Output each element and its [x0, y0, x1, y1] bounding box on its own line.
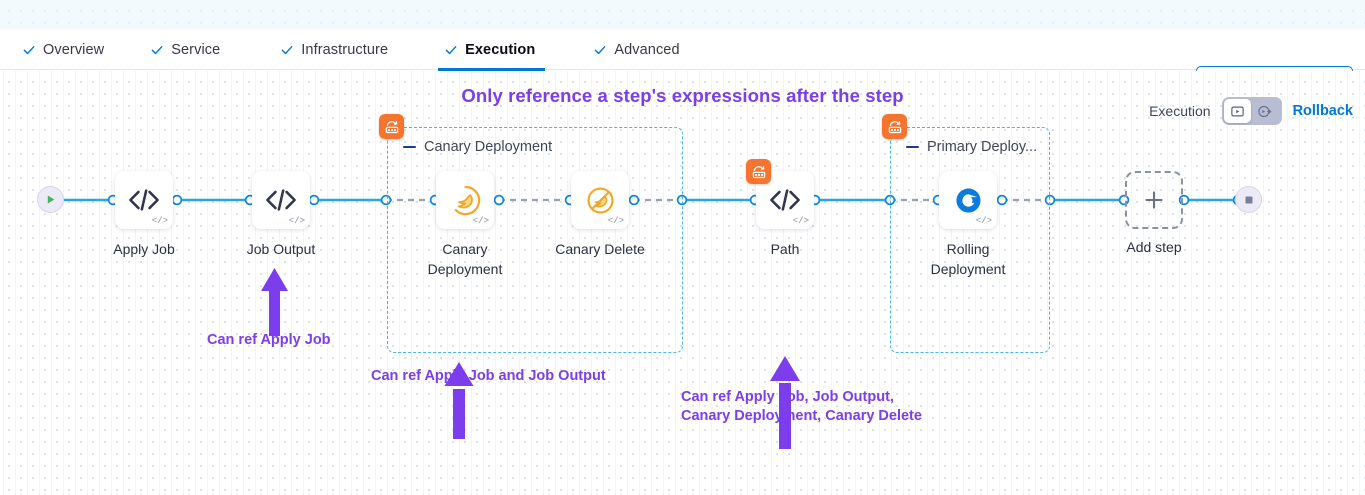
stage-tabs: Overview Service Infrastructure Execution Ad… [12, 30, 694, 71]
step-group-glyph-icon [752, 165, 765, 178]
rolling-deployment-icon [953, 185, 984, 216]
code-icon [127, 187, 161, 213]
tab-label: Service [171, 42, 221, 58]
stop-icon [1245, 196, 1252, 203]
check-icon [594, 46, 606, 55]
pipeline-canvas[interactable]: Only reference a step's expressions afte… [0, 71, 1365, 495]
play-icon [47, 195, 55, 204]
annotation-arrow-canary-deployment [444, 362, 474, 439]
pipeline-node-path[interactable]: </> [746, 159, 814, 229]
tab-label: Execution [465, 42, 536, 58]
stage-tab-bar: Overview Service Infrastructure Execution Ad… [0, 30, 1365, 94]
execution-view-icon [1230, 106, 1244, 116]
pipeline-node-canary-deployment[interactable]: </> [436, 171, 494, 229]
tab-infrastructure[interactable]: Infrastructure [270, 30, 402, 70]
collapse-group-icon[interactable] [403, 145, 416, 149]
step-group-primary-deployment[interactable]: Primary Deploy... [882, 114, 1050, 353]
pipeline-node-apply-job[interactable]: </> [115, 171, 173, 229]
tab-label: Advanced [614, 42, 680, 58]
check-icon [281, 46, 293, 55]
tab-execution[interactable]: Execution [434, 30, 549, 71]
annotation-arrow-job-output [261, 268, 288, 336]
rollback-view-toggle-button[interactable] [1251, 99, 1278, 123]
connector-ports [107, 194, 1244, 206]
pipeline-connectors [64, 194, 1244, 206]
execution-label: Execution [1149, 103, 1211, 119]
collapse-group-icon[interactable] [906, 145, 919, 149]
code-type-badge-icon: </> [151, 216, 168, 226]
pipeline-end-node[interactable] [1235, 186, 1262, 213]
step-group-canary-deployment[interactable]: Canary Deployment [379, 114, 683, 353]
step-group-glyph-icon [888, 120, 901, 133]
code-type-badge-icon: </> [288, 216, 305, 226]
pipeline-start-node[interactable] [37, 186, 64, 213]
pipeline-node-rolling-deployment[interactable]: </> [939, 171, 997, 229]
annotation-arrows [261, 268, 800, 449]
code-icon [264, 187, 298, 213]
canary-delete-icon [584, 184, 617, 217]
step-group-label: Canary Deployment [424, 139, 553, 155]
step-group-title-primary: Primary Deploy... [906, 139, 1037, 155]
canary-bird-icon [449, 184, 482, 217]
code-type-badge-icon: </> [472, 216, 489, 226]
step-group-icon [746, 159, 771, 184]
annotation-arrow-path [770, 356, 800, 449]
execution-rollback-toggle[interactable] [1221, 97, 1282, 125]
rollback-link[interactable]: Rollback [1292, 103, 1353, 119]
pipeline-node-canary-delete[interactable]: </> [571, 171, 629, 229]
step-group-icon [379, 114, 404, 139]
tab-overview[interactable]: Overview [12, 30, 118, 70]
add-step-button[interactable] [1125, 171, 1183, 229]
execution-mode-controls: Execution Rollback [1149, 97, 1353, 125]
check-icon [445, 46, 457, 55]
code-type-badge-icon: </> [792, 216, 809, 226]
tab-service[interactable]: Service [140, 30, 234, 70]
pipeline-node-job-output[interactable]: </> [252, 171, 310, 229]
canvas-top-strip [0, 0, 1365, 30]
pipeline-diagram: Canary Deployment Pri [0, 71, 1365, 495]
code-type-badge-icon: </> [607, 216, 624, 226]
tab-advanced[interactable]: Advanced [583, 30, 693, 70]
step-group-glyph-icon [385, 120, 398, 133]
headline-annotation: Only reference a step's expressions afte… [461, 85, 904, 106]
code-type-badge-icon: </> [975, 216, 992, 226]
plus-icon [1145, 191, 1163, 209]
rollback-view-icon [1257, 105, 1271, 117]
check-icon [23, 46, 35, 55]
step-group-label: Primary Deploy... [927, 139, 1038, 155]
tab-label: Overview [43, 42, 105, 58]
code-icon [768, 187, 802, 213]
tab-label: Infrastructure [301, 42, 389, 58]
check-icon [151, 46, 163, 55]
execution-view-toggle-button[interactable] [1223, 99, 1251, 123]
step-group-title-canary: Canary Deployment [403, 139, 552, 155]
step-group-icon [882, 114, 907, 139]
